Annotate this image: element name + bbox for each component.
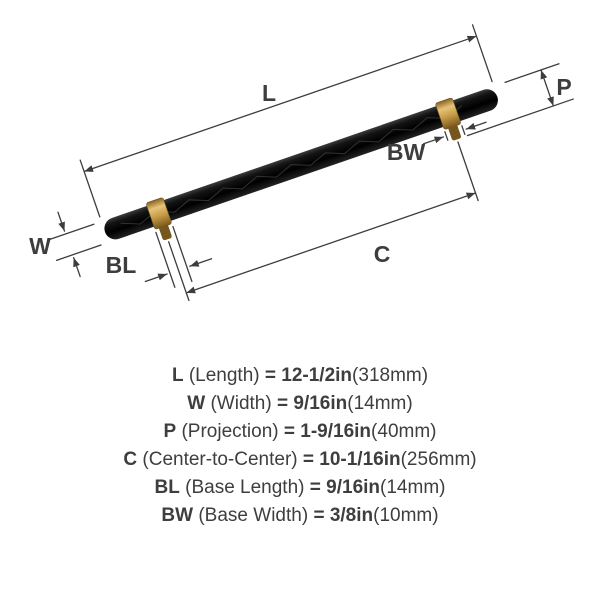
label-base-width: BW (387, 139, 426, 165)
dimension-line (83, 35, 478, 173)
dim-length (79, 24, 493, 218)
screw-thread (161, 230, 170, 236)
dim-value: 9/16in (326, 477, 381, 498)
dim-width (48, 211, 102, 278)
legend-row-length: L (Length) = 12-1/2in(318mm) (0, 362, 600, 390)
dimension-legend: L (Length) = 12-1/2in(318mm) W (Width) =… (0, 362, 600, 530)
equals-sign: = (302, 449, 314, 470)
dim-key: L (171, 365, 184, 386)
dimension-diagram: L P W C BL BW (29, 24, 574, 302)
screw-thread (451, 134, 461, 139)
dim-description: (Width) (210, 393, 272, 414)
dim-metric: (318mm) (352, 365, 429, 386)
extension-line (466, 98, 574, 137)
legend-row-base-width: BW (Base Width) = 3/8in(10mm) (0, 502, 600, 530)
dim-metric: (14mm) (347, 393, 413, 414)
legend-row-base-length: BL (Base Length) = 9/16in(14mm) (0, 474, 600, 502)
handle-texture (120, 105, 462, 225)
extension-line (457, 141, 479, 202)
equals-sign: = (283, 421, 295, 442)
right-ferrule (435, 97, 461, 130)
equals-sign: = (313, 505, 325, 526)
arrow-line (57, 211, 66, 232)
equals-sign: = (264, 365, 276, 386)
arrow-line (422, 136, 445, 145)
dim-metric: (10mm) (373, 505, 439, 526)
right-screw (448, 123, 461, 141)
dim-key: W (187, 393, 206, 414)
screw-thread (160, 227, 169, 232)
dim-description: (Center-to-Center) (142, 449, 298, 470)
arrow-line (189, 258, 213, 267)
arrow-line (144, 273, 168, 283)
arrow-line (465, 121, 487, 130)
dim-key: BW (161, 505, 194, 526)
label-width: W (29, 233, 51, 259)
legend-row-projection: P (Projection) = 1-9/16in(40mm) (0, 418, 600, 446)
extension-line (504, 63, 560, 84)
extension-line (471, 24, 493, 83)
label-center: C (374, 241, 391, 267)
dimension-line (540, 69, 555, 107)
legend-row-width: W (Width) = 9/16in(14mm) (0, 390, 600, 418)
label-length: L (262, 80, 276, 106)
dim-key: BL (154, 477, 180, 498)
screw-thread (162, 233, 171, 239)
dim-description: (Base Width) (198, 505, 309, 526)
screw-thread (450, 130, 459, 136)
extension-line (444, 131, 449, 141)
dim-metric: (14mm) (380, 477, 446, 498)
extension-line (55, 244, 102, 261)
screw-thread (449, 127, 458, 132)
legend-row-center-to-center: C (Center-to-Center) = 10-1/16in(256mm) (0, 446, 600, 474)
dim-key: C (123, 449, 138, 470)
dim-value: 9/16in (293, 393, 348, 414)
handle-assembly (48, 24, 574, 302)
dim-description: (Projection) (181, 421, 279, 442)
dim-value: 3/8in (329, 505, 374, 526)
dim-metric: (40mm) (371, 421, 437, 442)
dim-projection (466, 63, 574, 137)
dim-value: 12-1/2in (281, 365, 353, 386)
label-projection: P (556, 74, 571, 100)
dim-description: (Length) (188, 365, 260, 386)
cabinet-pull-diagram: L P W C BL BW (29, 24, 574, 302)
dim-value: 10-1/16in (319, 449, 401, 470)
dim-metric: (256mm) (400, 449, 477, 470)
dim-key: P (163, 421, 177, 442)
left-ferrule (146, 197, 172, 230)
dim-center-to-center (168, 141, 479, 302)
equals-sign: = (277, 393, 289, 414)
dim-value: 1-9/16in (300, 421, 372, 442)
extension-line (168, 241, 190, 302)
dim-description: (Base Length) (185, 477, 305, 498)
extension-line (79, 159, 101, 218)
dimension-line (185, 192, 477, 294)
extension-line (461, 125, 466, 135)
arrow-line (72, 256, 81, 278)
extension-line (172, 225, 193, 283)
equals-sign: = (309, 477, 321, 498)
label-base-length: BL (106, 252, 137, 278)
extension-line (48, 223, 95, 241)
extension-line (155, 231, 176, 288)
dim-base-width (422, 121, 487, 145)
